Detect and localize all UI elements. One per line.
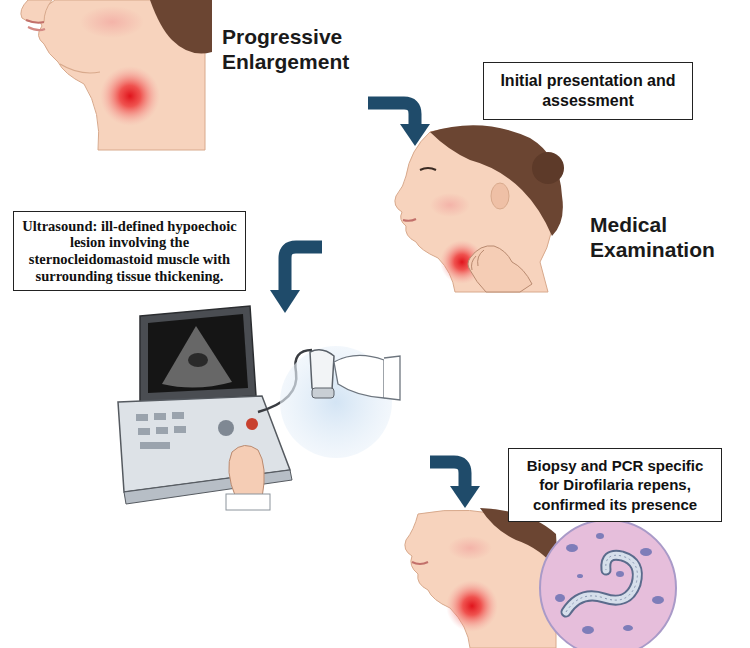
console-keys [136, 412, 258, 449]
histology-circle [540, 520, 676, 648]
nucleus [652, 596, 664, 604]
step-label: Medical Examination [590, 212, 720, 262]
finger-line [478, 250, 484, 266]
monitor-frame [140, 306, 256, 402]
scan-image [188, 353, 208, 367]
probe-head [312, 388, 334, 398]
knob [246, 418, 258, 430]
gloved-hand [334, 355, 384, 398]
knob [218, 420, 234, 436]
hand-shape [229, 445, 264, 498]
flow-arrow [285, 247, 322, 292]
step-box: Ultrasound: ill-defined hypoechoic lesio… [13, 211, 246, 291]
worm-outline [566, 555, 637, 612]
arrow-head [270, 290, 300, 313]
eye-line [420, 168, 436, 170]
probe-handle [310, 350, 334, 393]
flow-arrow [430, 462, 465, 488]
step-box: Initial presentation and assessment [483, 62, 693, 120]
step-box: Biopsy and PCR specific for Dirofilaria … [508, 448, 722, 522]
key [138, 428, 150, 435]
key [136, 414, 148, 421]
examination-illustration [395, 125, 564, 292]
nucleus [577, 574, 583, 578]
scan-image [162, 326, 232, 388]
hair-bun [532, 152, 564, 184]
nucleus [640, 548, 652, 556]
cheek-blush [448, 536, 492, 560]
lip-line [26, 20, 44, 23]
probe-highlight [280, 346, 392, 458]
ultrasound-illustration [118, 306, 400, 510]
flow-arrow [368, 103, 415, 126]
diagnosis-illustration [405, 508, 676, 648]
step-text: Ultrasound: ill-defined hypoechoic lesio… [22, 218, 237, 285]
step-text: Biopsy and PCR specific for Dirofilaria … [517, 456, 713, 515]
key [140, 442, 170, 449]
arrow-head [400, 124, 430, 146]
cell-nuclei [555, 533, 664, 634]
flow-arrows [270, 103, 480, 508]
nucleus [623, 625, 633, 631]
face-shape [21, 0, 52, 23]
sleeve-cuff [226, 494, 270, 510]
arrow-head [450, 486, 480, 508]
step-label: Progressive Enlargement [222, 24, 362, 74]
lip-line [412, 562, 428, 564]
key [156, 427, 168, 434]
worm-body [566, 555, 637, 612]
hand-shape [468, 246, 532, 292]
nucleus [582, 626, 594, 634]
sleeve-shape [384, 356, 400, 400]
key [154, 413, 166, 420]
monitor-screen [148, 314, 248, 393]
nucleus [596, 533, 604, 539]
ear-shape [491, 183, 509, 209]
lip-line [403, 219, 416, 221]
nucleus [566, 544, 578, 552]
lip-line [28, 27, 45, 30]
patient-neck-illustration [21, 0, 212, 150]
cheek-blush [80, 6, 144, 38]
finger-line [472, 256, 477, 270]
jaw-line [60, 64, 100, 73]
nucleus [616, 571, 624, 577]
swelling-spot [446, 580, 498, 632]
swelling-spot [100, 66, 160, 126]
worm-segments [566, 555, 637, 612]
nucleus [555, 594, 565, 602]
step-text: Initial presentation and assessment [492, 71, 684, 111]
hair-shape [150, 0, 212, 54]
key [172, 412, 184, 419]
key [174, 426, 186, 433]
cheek-blush [430, 193, 470, 217]
